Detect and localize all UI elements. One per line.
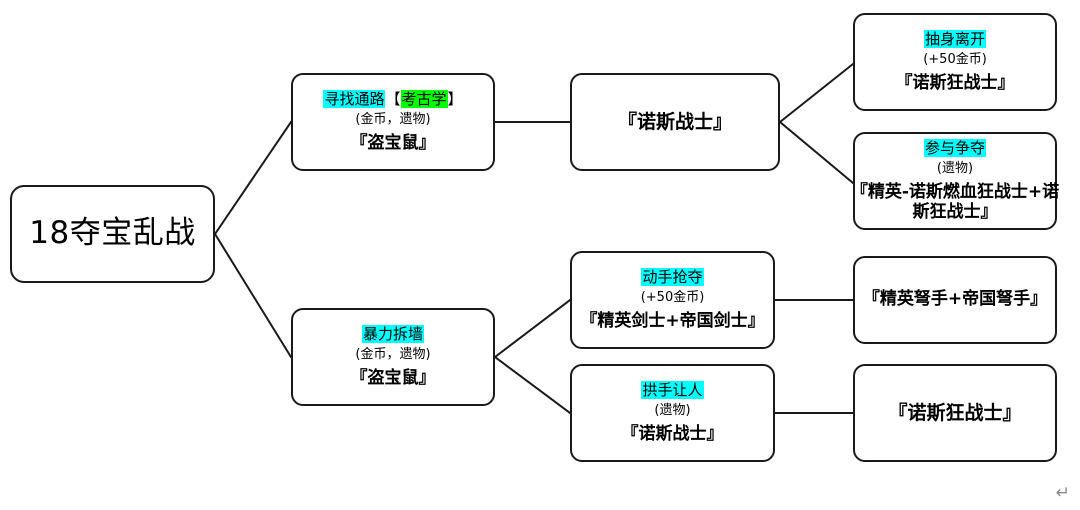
node-contend[interactable]: 参与争夺 (遗物) 『精英-诺斯燃血狂战士+诺斯狂战士』 — [851, 132, 1059, 230]
node-opt-path-skill-highlight: 考古学 — [400, 89, 448, 108]
edge-nors-warrior-to-withdraw — [778, 62, 855, 124]
node-break-wall-action-highlight: 暴力拆墙 — [361, 324, 424, 343]
return-arrow-icon: ↵ — [1055, 483, 1070, 503]
node-berserker[interactable]: 『诺斯狂战士』 — [853, 364, 1057, 462]
node-opt-path-action: 寻找通路【考古学】 — [323, 89, 463, 109]
node-berserker-label: 『诺斯狂战士』 — [888, 401, 1022, 424]
node-seize-cost: (+50金币) — [640, 289, 705, 305]
node-contend-result: 『精英-诺斯燃血狂战士+诺斯狂战士』 — [850, 181, 1060, 223]
node-root[interactable]: 18夺宝乱战 — [10, 185, 215, 283]
node-seize[interactable]: 动手抢夺 (+50金币) 『精英剑士+帝国剑士』 — [570, 251, 775, 349]
node-yield-action: 拱手让人 — [641, 380, 704, 400]
edge-root-to-break-wall — [213, 232, 293, 359]
edge-break-wall-to-yield — [493, 355, 572, 415]
edge-root-to-opt-path — [213, 120, 293, 236]
node-opt-path-action-highlight: 寻找通路 — [323, 89, 386, 108]
node-contend-action-highlight: 参与争夺 — [923, 138, 986, 157]
node-break-wall[interactable]: 暴力拆墙 (金币，遗物) 『盗宝鼠』 — [291, 308, 495, 406]
node-break-wall-cost: (金币，遗物) — [355, 346, 431, 362]
node-opt-path-bracket-close: 】 — [447, 89, 463, 108]
node-withdraw-action: 抽身离开 — [923, 29, 986, 49]
node-nors-warrior[interactable]: 『诺斯战士』 — [570, 73, 780, 171]
node-seize-result: 『精英剑士+帝国剑士』 — [580, 310, 765, 331]
node-opt-path-result: 『盗宝鼠』 — [350, 132, 436, 153]
node-yield-result: 『诺斯战士』 — [621, 423, 724, 444]
node-withdraw-cost: (+50金币) — [923, 51, 987, 67]
node-opt-path-cost: (金币，遗物) — [355, 111, 431, 127]
node-opt-path-bracket-open: 【 — [385, 89, 401, 108]
node-yield-action-highlight: 拱手让人 — [641, 380, 704, 399]
node-yield[interactable]: 拱手让人 (遗物) 『诺斯战士』 — [570, 364, 775, 462]
node-withdraw-action-highlight: 抽身离开 — [923, 29, 986, 48]
node-nors-warrior-label: 『诺斯战士』 — [617, 110, 732, 133]
node-contend-action: 参与争夺 — [923, 138, 986, 158]
node-seize-action-highlight: 动手抢夺 — [641, 267, 704, 286]
node-withdraw-result: 『诺斯狂战士』 — [895, 72, 1015, 93]
edge-break-wall-to-seize — [493, 298, 572, 359]
node-seize-action: 动手抢夺 — [641, 267, 704, 287]
node-yield-cost: (遗物) — [654, 402, 691, 418]
node-crossbow[interactable]: 『精英弩手+帝国弩手』 — [853, 256, 1057, 344]
node-crossbow-label: 『精英弩手+帝国弩手』 — [862, 289, 1048, 310]
node-opt-path[interactable]: 寻找通路【考古学】 (金币，遗物) 『盗宝鼠』 — [291, 73, 495, 171]
node-withdraw[interactable]: 抽身离开 (+50金币) 『诺斯狂战士』 — [853, 13, 1057, 111]
node-root-label: 18夺宝乱战 — [29, 215, 196, 252]
edge-nors-warrior-to-contend — [778, 120, 855, 185]
node-break-wall-result: 『盗宝鼠』 — [350, 367, 436, 388]
node-break-wall-action: 暴力拆墙 — [361, 324, 424, 344]
node-contend-cost: (遗物) — [936, 161, 974, 177]
